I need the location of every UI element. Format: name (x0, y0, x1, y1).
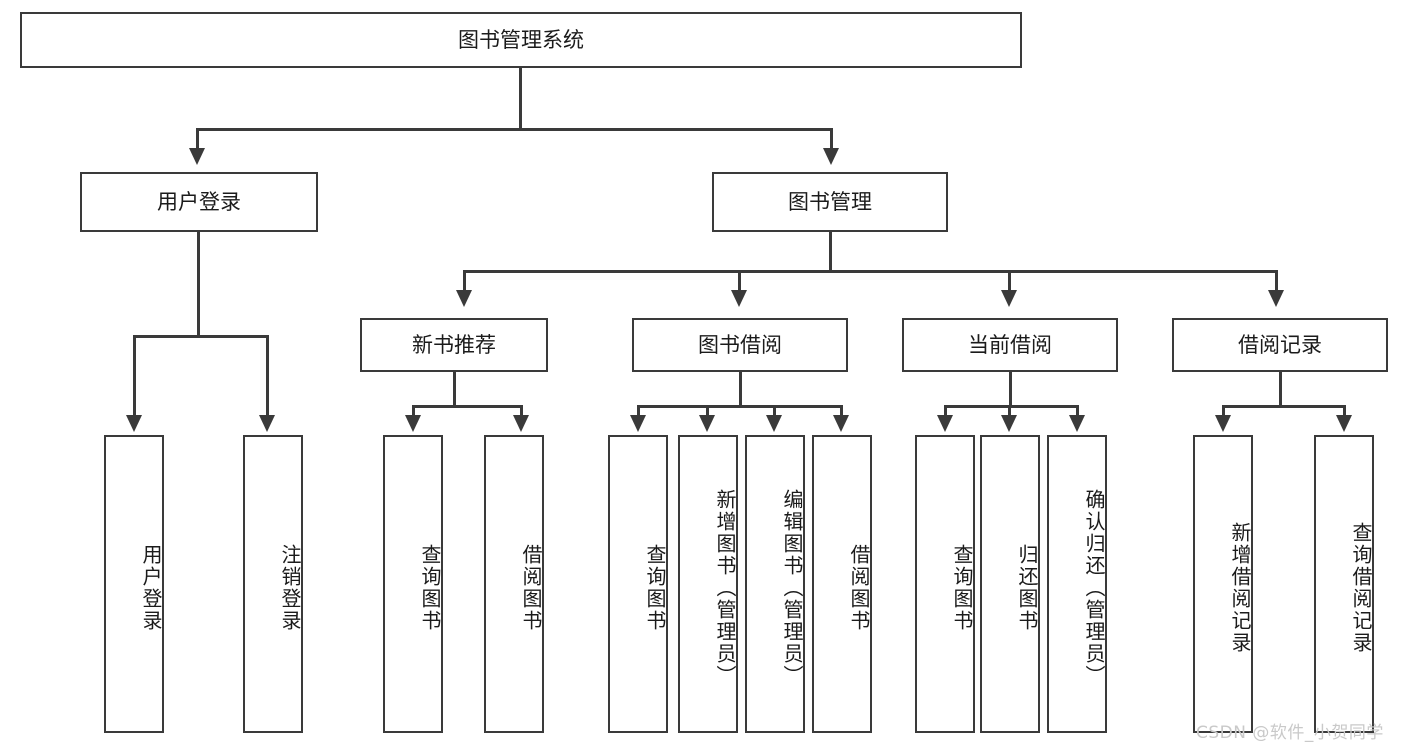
node-label: 查询图书 (950, 544, 974, 632)
edge-nbr-drop-2 (520, 405, 523, 417)
node-book-borrow[interactable]: 图书借阅 (632, 318, 848, 372)
edge-book-management-stem (829, 232, 832, 272)
leaf-user-login-logout[interactable]: 注销登录 (243, 435, 303, 733)
edge-bm-drop-4 (1275, 270, 1278, 292)
node-label: 查询图书 (418, 544, 442, 632)
node-current-borrow[interactable]: 当前借阅 (902, 318, 1118, 372)
edge-user-login-drop-1 (133, 335, 136, 417)
edge-cb-drop-3 (1076, 405, 1079, 417)
node-book-management[interactable]: 图书管理 (712, 172, 948, 232)
node-borrow-record[interactable]: 借阅记录 (1172, 318, 1388, 372)
leaf-book-borrow-add-book-admin[interactable]: 新增图书（管理员） (678, 435, 738, 733)
edge-bb-drop-4 (840, 405, 843, 417)
arrowhead-cb-leaf-3 (1069, 415, 1085, 432)
edge-user-login-drop-2 (266, 335, 269, 417)
leaf-borrow-record-query-record[interactable]: 查询借阅记录 (1314, 435, 1374, 733)
node-label: 新增借阅记录 (1228, 522, 1252, 654)
node-label: 当前借阅 (968, 332, 1052, 357)
arrowhead-current-borrow (1001, 290, 1017, 307)
edge-nbr-stem (453, 372, 456, 407)
leaf-current-borrow-return-book[interactable]: 归还图书 (980, 435, 1040, 733)
leaf-current-borrow-query-book[interactable]: 查询图书 (915, 435, 975, 733)
leaf-book-borrow-query-book[interactable]: 查询图书 (608, 435, 668, 733)
node-label: 借阅图书 (519, 544, 543, 632)
node-label: 图书借阅 (698, 332, 782, 357)
edge-root-bar (196, 128, 833, 131)
node-label: 编辑图书（管理员） (780, 489, 804, 687)
node-new-book-recommend[interactable]: 新书推荐 (360, 318, 548, 372)
edge-bm-drop-2 (738, 270, 741, 292)
arrowhead-nbr-leaf-2 (513, 415, 529, 432)
node-label: 归还图书 (1015, 544, 1039, 632)
arrowhead-to-user-login (189, 148, 205, 165)
arrowhead-book-borrow (731, 290, 747, 307)
node-label: 用户登录 (157, 189, 241, 214)
edge-bb-drop-2 (706, 405, 709, 417)
edge-br-drop-2 (1343, 405, 1346, 417)
edge-bm-drop-3 (1008, 270, 1011, 292)
arrowhead-br-leaf-1 (1215, 415, 1231, 432)
arrowhead-cb-leaf-1 (937, 415, 953, 432)
edge-bb-stem (739, 372, 742, 407)
node-label: 新书推荐 (412, 332, 496, 357)
arrowhead-cb-leaf-2 (1001, 415, 1017, 432)
edge-br-drop-1 (1222, 405, 1225, 417)
edge-bm-drop-1 (463, 270, 466, 292)
arrowhead-nbr-leaf-1 (405, 415, 421, 432)
edge-nbr-bar (412, 405, 522, 408)
arrowhead-bb-leaf-1 (630, 415, 646, 432)
arrowhead-bb-leaf-3 (766, 415, 782, 432)
node-label: 图书管理 (788, 189, 872, 214)
arrowhead-new-book-recommend (456, 290, 472, 307)
edge-bb-drop-3 (773, 405, 776, 417)
arrowhead-bb-leaf-4 (833, 415, 849, 432)
arrowhead-br-leaf-2 (1336, 415, 1352, 432)
leaf-new-book-recommend-borrow-book[interactable]: 借阅图书 (484, 435, 544, 733)
arrowhead-user-login-leaf-2 (259, 415, 275, 432)
edge-book-management-bar (463, 270, 1277, 273)
leaf-borrow-record-add-record[interactable]: 新增借阅记录 (1193, 435, 1253, 733)
node-label: 查询借阅记录 (1349, 522, 1373, 654)
edge-bb-drop-1 (637, 405, 640, 417)
node-label: 用户登录 (139, 544, 163, 632)
edge-br-stem (1279, 372, 1282, 407)
edge-cb-stem (1009, 372, 1012, 407)
leaf-book-borrow-edit-book-admin[interactable]: 编辑图书（管理员） (745, 435, 805, 733)
node-user-login[interactable]: 用户登录 (80, 172, 318, 232)
node-label: 注销登录 (278, 544, 302, 632)
node-label: 借阅图书 (847, 544, 871, 632)
leaf-book-borrow-borrow-book[interactable]: 借阅图书 (812, 435, 872, 733)
edge-nbr-drop-1 (412, 405, 415, 417)
arrowhead-borrow-record (1268, 290, 1284, 307)
arrowhead-to-book-management (823, 148, 839, 165)
edge-bb-bar (637, 405, 842, 408)
edge-root-to-user-login (196, 128, 199, 150)
node-label: 确认归还（管理员） (1082, 489, 1106, 687)
node-label: 借阅记录 (1238, 332, 1322, 357)
edge-root-to-book-management (830, 128, 833, 150)
leaf-user-login-login[interactable]: 用户登录 (104, 435, 164, 733)
arrowhead-bb-leaf-2 (699, 415, 715, 432)
node-root-book-management-system[interactable]: 图书管理系统 (20, 12, 1022, 68)
edge-cb-drop-1 (944, 405, 947, 417)
node-label: 图书管理系统 (458, 27, 584, 52)
node-label: 查询图书 (643, 544, 667, 632)
edge-cb-bar (944, 405, 1078, 408)
edge-user-login-stem (197, 232, 200, 337)
leaf-current-borrow-confirm-return-admin[interactable]: 确认归还（管理员） (1047, 435, 1107, 733)
watermark: CSDN @软件_小贺同学 (1196, 723, 1384, 743)
edge-root-stem (519, 68, 522, 130)
edge-cb-drop-2 (1008, 405, 1011, 417)
leaf-new-book-recommend-query-book[interactable]: 查询图书 (383, 435, 443, 733)
edge-user-login-bar (133, 335, 268, 338)
node-label: 新增图书（管理员） (713, 489, 737, 687)
edge-br-bar (1222, 405, 1345, 408)
arrowhead-user-login-leaf-1 (126, 415, 142, 432)
